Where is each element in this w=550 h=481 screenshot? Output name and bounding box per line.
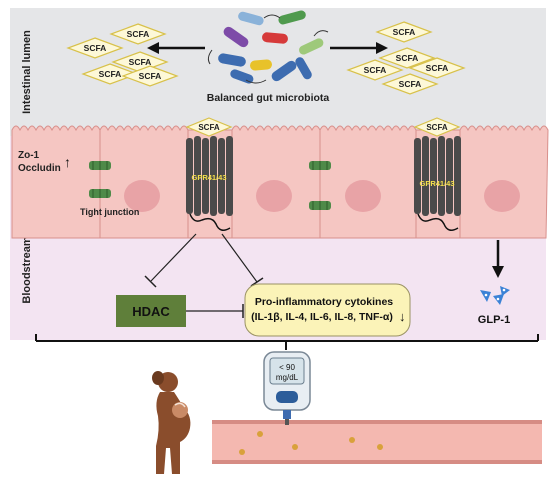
bacterium (218, 53, 246, 67)
bacterium (271, 60, 297, 82)
gpr-receptor-right (414, 136, 461, 231)
scfa-molecule: SCFA (109, 23, 167, 45)
scfa-cluster-right: SCFA SCFA SCFA SCFA SCFA (346, 21, 466, 95)
glucose-particle (257, 431, 263, 437)
bacterium (238, 11, 264, 26)
glucose-particle (292, 444, 298, 450)
epithelial-cell (99, 125, 189, 239)
svg-text:SCFA: SCFA (426, 123, 448, 132)
arrow-to-left-scfa (147, 42, 205, 54)
tight-junction-left-bottom (89, 189, 111, 198)
inhibit-line-hdac-to-cytokines (186, 304, 244, 318)
gpr-receptor-left (186, 136, 233, 231)
scfa-molecule: SCFA (346, 59, 404, 81)
bacterium (262, 32, 288, 44)
glp1-label: GLP-1 (478, 314, 510, 326)
svg-text:SCFA: SCFA (393, 27, 416, 37)
scfa-molecule: SCFA (378, 47, 436, 69)
gut-microbiota (207, 10, 329, 84)
glucose-particle (349, 437, 355, 443)
svg-text:SCFA: SCFA (99, 69, 122, 79)
scfa-bound-right: SCFA (413, 117, 461, 137)
scfa-molecule: SCFA (121, 65, 179, 87)
nucleus (124, 180, 160, 212)
gpr-label-left: GPR41/43 (191, 173, 226, 182)
bloodstream-label: Bloodstream (21, 236, 33, 303)
nucleus (345, 180, 381, 212)
scfa-molecule: SCFA (381, 73, 439, 95)
gpr-label-right: GPR41/43 (419, 179, 454, 188)
svg-text:SCFA: SCFA (139, 71, 162, 81)
upregulation-arrow: ↑ (64, 154, 71, 170)
blood-vessel (212, 420, 542, 464)
epithelial-layer (11, 125, 549, 239)
tight-junction-left-top (89, 161, 111, 170)
summary-bracket (35, 334, 539, 350)
hdac-label: HDAC (132, 304, 170, 319)
svg-text:SCFA: SCFA (127, 29, 150, 39)
bacterium (278, 10, 306, 25)
epithelial-cell (231, 125, 321, 239)
svg-text:SCFA: SCFA (84, 43, 107, 53)
scfa-molecule: SCFA (375, 21, 433, 43)
tight-junction-label: Tight junction (80, 207, 139, 217)
svg-text:SCFA: SCFA (426, 63, 449, 73)
svg-text:SCFA: SCFA (129, 57, 152, 67)
epithelial-cell (11, 125, 101, 239)
arrow-to-glp1 (492, 240, 504, 278)
inhibit-line-to-hdac (144, 233, 197, 288)
bacterium (250, 59, 272, 71)
pregnant-woman-figure (152, 371, 191, 474)
scfa-bound-left: SCFA (185, 117, 233, 137)
cytokines-list: (IL-1β, IL-4, IL-6, IL-8, TNF-α) (251, 311, 393, 323)
svg-text:SCFA: SCFA (399, 79, 422, 89)
glucose-particle (239, 449, 245, 455)
glucose-reading-unit: mg/dL (276, 373, 299, 382)
tight-junction-right-bottom (309, 201, 331, 210)
microbiota-caption: Balanced gut microbiota (207, 92, 330, 104)
inhibit-line-to-cytokines (221, 233, 264, 287)
epithelial-cell (319, 125, 417, 239)
arrow-to-right-scfa (330, 42, 388, 54)
svg-text:SCFA: SCFA (396, 53, 419, 63)
svg-text:SCFA: SCFA (198, 123, 220, 132)
glucometer (263, 351, 311, 425)
scfa-molecule: SCFA (66, 37, 124, 59)
bacterium (295, 57, 312, 80)
scfa-molecule: SCFA (81, 63, 139, 85)
glucose-reading-value: < 90 (279, 363, 295, 372)
scfa-molecule: SCFA (408, 57, 466, 79)
lumen-label: Intestinal lumen (21, 30, 33, 114)
fetus (172, 402, 188, 418)
glp1-molecules (480, 286, 510, 305)
bacterium (299, 38, 324, 55)
glucose-particle (377, 444, 383, 450)
tight-junction-right-top (309, 161, 331, 170)
nucleus (256, 180, 292, 212)
zo1-label: Zo-1 (18, 150, 40, 161)
bacterium (223, 26, 249, 48)
svg-text:SCFA: SCFA (364, 65, 387, 75)
hdac-box (116, 295, 186, 327)
cytokines-box (244, 283, 411, 337)
occludin-label: Occludin (18, 163, 61, 174)
bacterium (230, 69, 254, 84)
cytokines-title: Pro-inflammatory cytokines (255, 296, 393, 308)
scfa-cluster-left: SCFA SCFA SCFA SCFA SCFA (66, 23, 179, 87)
cytokines-down-arrow: ↓ (399, 309, 406, 324)
nucleus (484, 180, 520, 212)
epithelial-cell (459, 125, 549, 239)
